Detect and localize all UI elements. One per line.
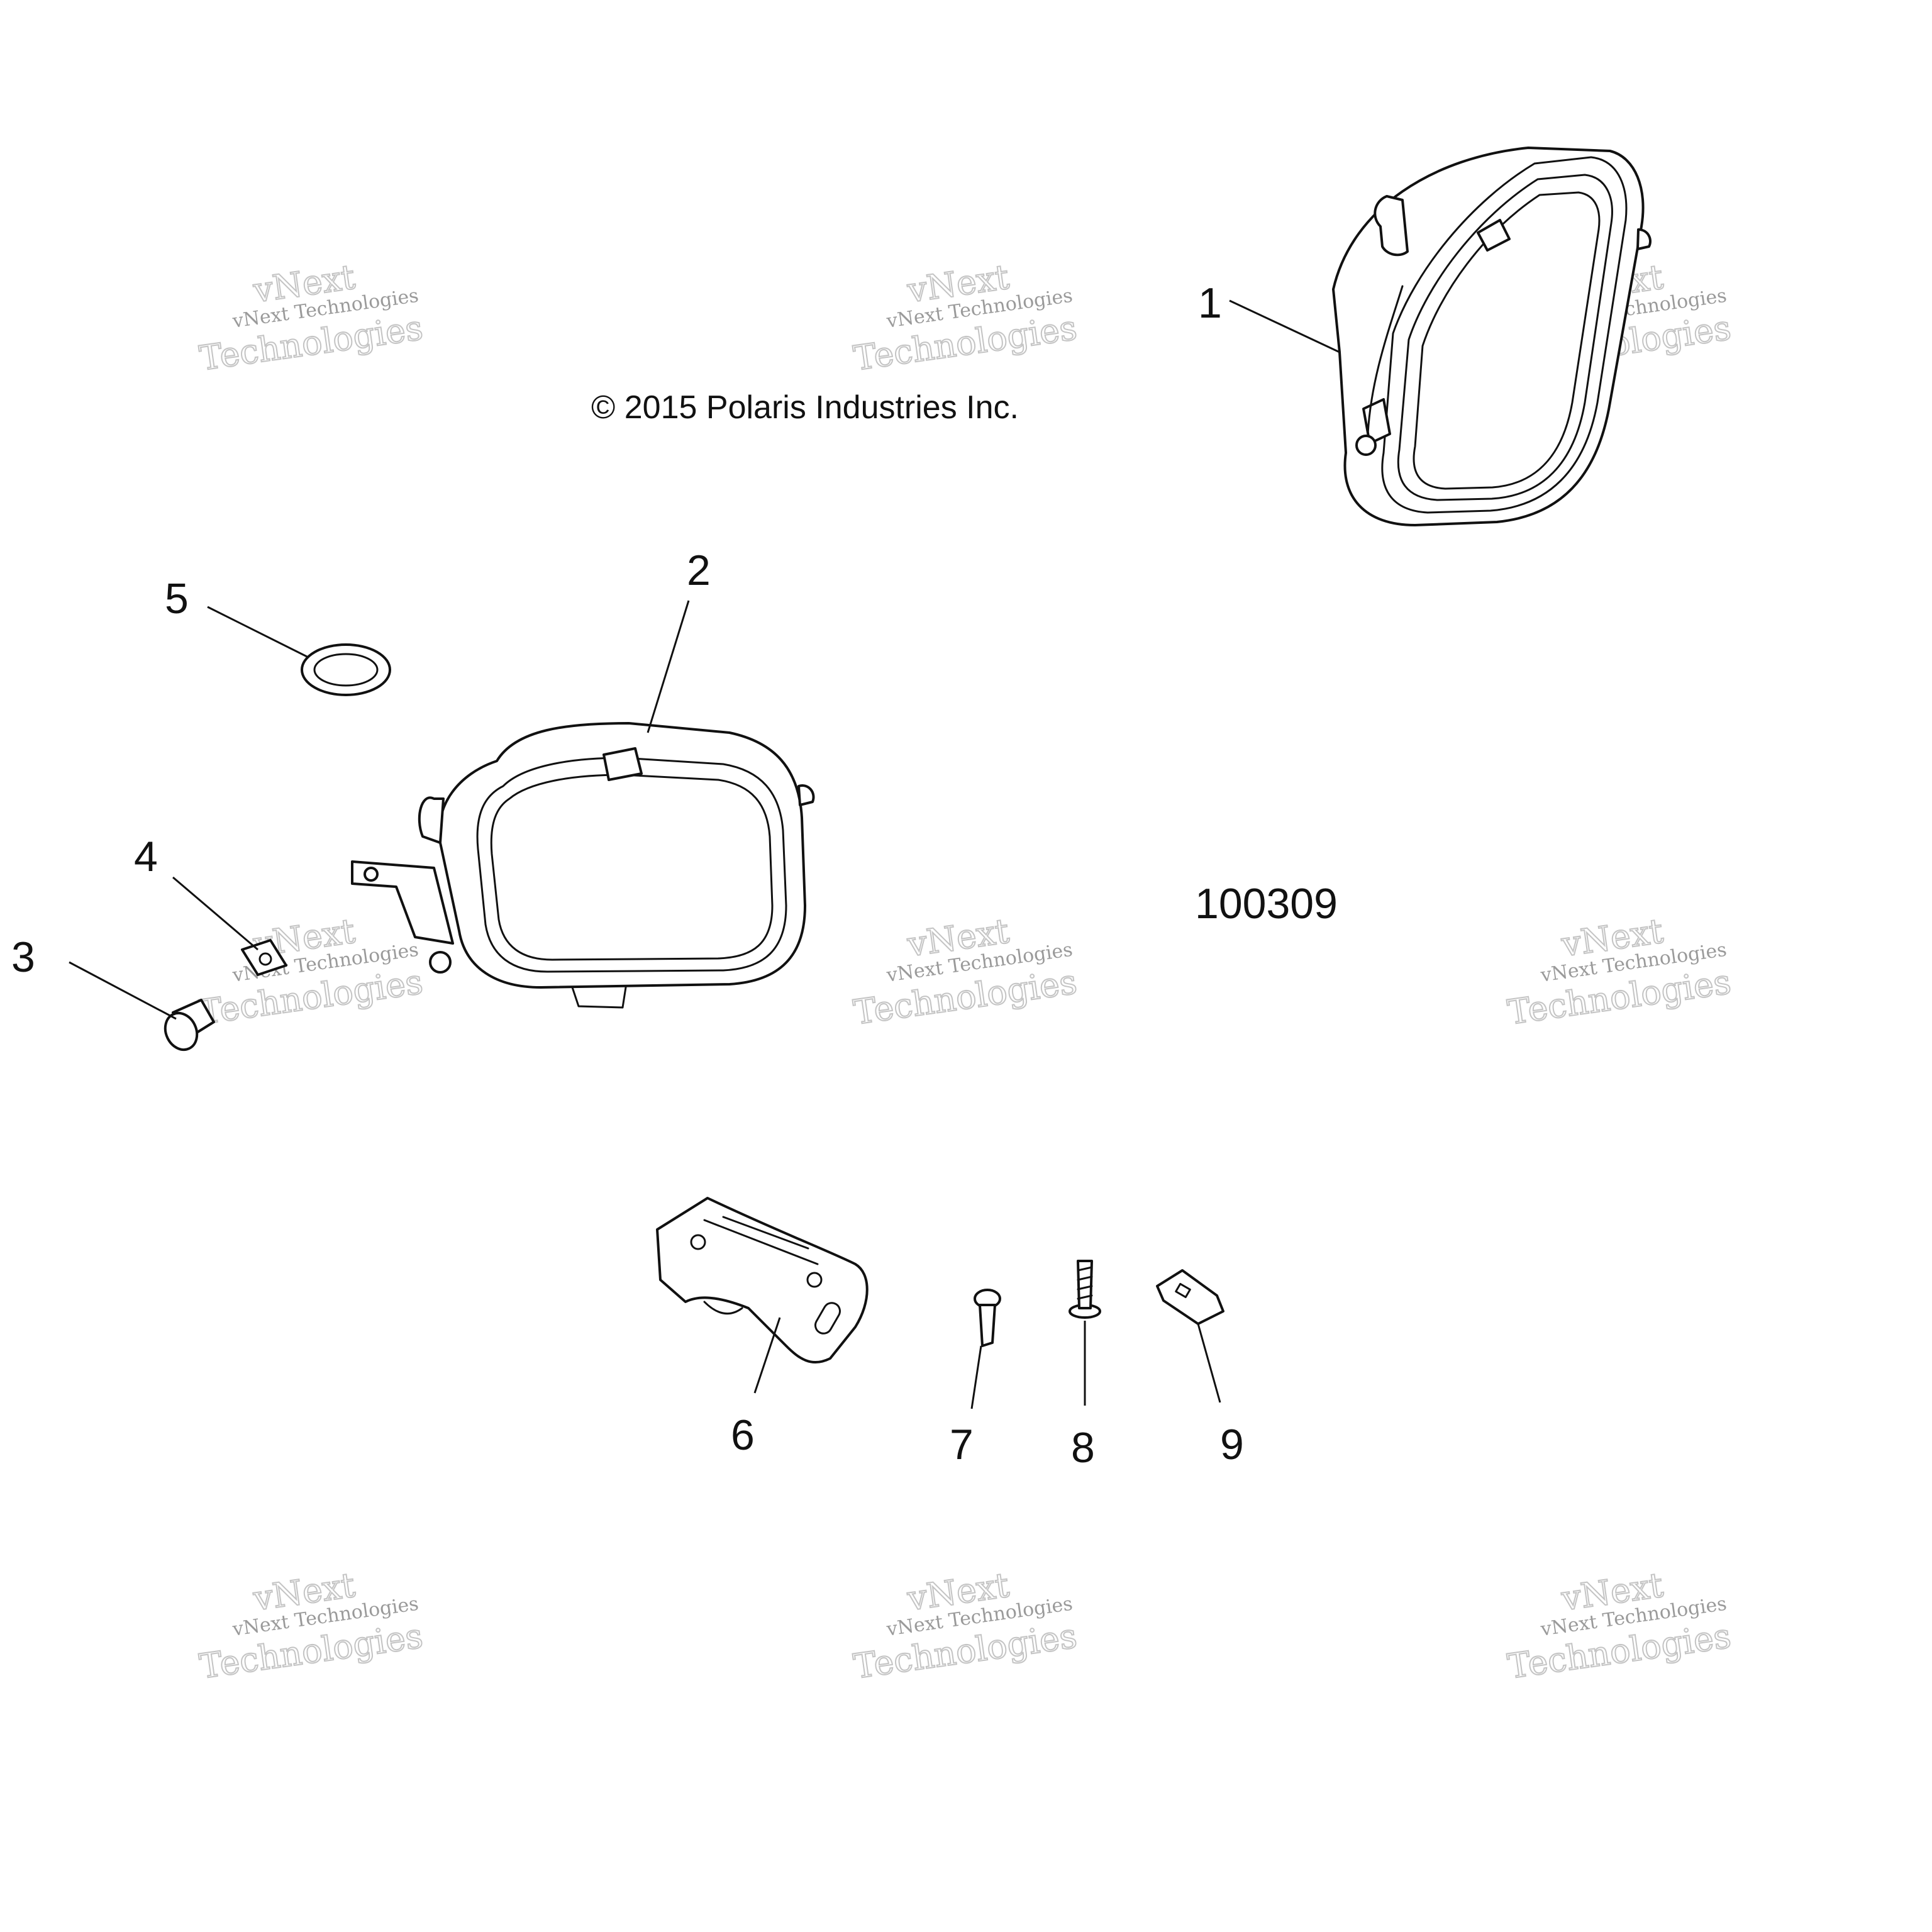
copyright-text: © 2015 Polaris Industries Inc. [591,389,1019,426]
callout-6: 6 [731,1411,755,1459]
leader-line-6 [753,1317,781,1394]
leader-line-4 [172,876,258,951]
part-2-headlight-assembly [351,722,815,1009]
callout-2: 2 [687,547,711,594]
part-7-rivet [974,1289,1001,1347]
figure-number: 100309 [1195,880,1338,928]
leader-line-3 [69,961,177,1020]
leader-line-5 [207,606,309,658]
callout-1: 1 [1198,279,1222,327]
part-9-clip [1156,1269,1224,1325]
callout-3: 3 [11,933,35,981]
watermark: vNext vNext Technologies Technologies [196,1565,426,1687]
watermark: vNext vNext Technologies Technologies [1504,1565,1734,1687]
watermark: vNext vNext Technologies Technologies [196,257,426,379]
part-4-nut-clip [241,939,287,976]
leader-line-9 [1197,1323,1221,1403]
leader-line-2 [647,600,690,733]
part-8-screw [1069,1260,1101,1319]
part-5-o-ring [301,643,391,696]
callout-5: 5 [165,575,189,623]
leader-line-7 [970,1345,982,1409]
leader-line-1 [1229,299,1340,353]
part-1-headlight-assembly [1332,147,1652,526]
watermark: vNext vNext Technologies Technologies [1504,911,1734,1033]
callout-9: 9 [1220,1421,1244,1468]
callout-4: 4 [134,833,158,880]
part-6-mounting-bracket [656,1197,869,1364]
callout-8: 8 [1071,1424,1095,1472]
part-3-screw [164,999,215,1052]
watermark: vNext vNext Technologies Technologies [850,1565,1080,1687]
watermark: vNext vNext Technologies Technologies [850,257,1080,379]
callout-7: 7 [950,1421,974,1468]
watermark: vNext vNext Technologies Technologies [850,911,1080,1033]
